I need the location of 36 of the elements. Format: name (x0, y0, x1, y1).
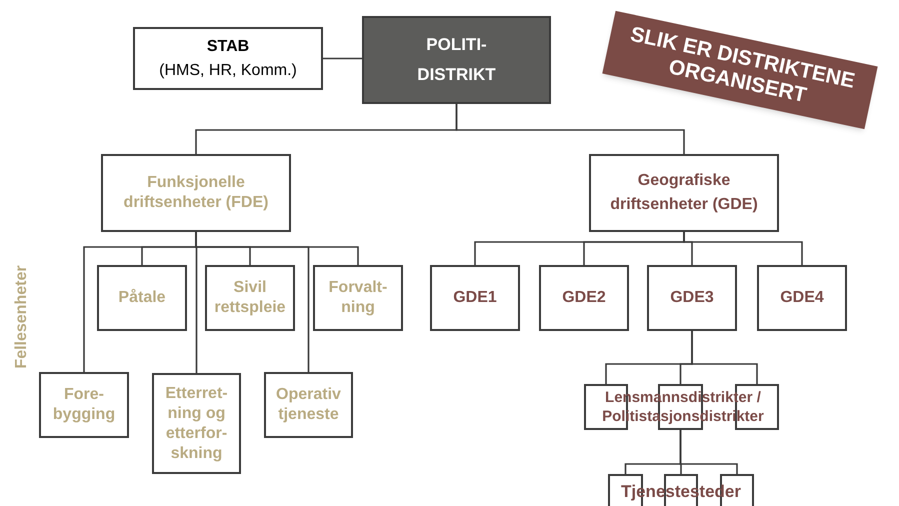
root-box (362, 16, 551, 104)
unit-title: GDE1 (453, 288, 497, 308)
org-unit-box (101, 154, 291, 232)
connector-line (195, 232, 310, 372)
unit-title: Påtale (118, 288, 166, 308)
unit-title: Operativ tjeneste (275, 385, 342, 425)
org-unit-box (133, 27, 323, 90)
org-unit-box (539, 265, 629, 331)
connector-line (323, 58, 362, 60)
org-unit-box (757, 265, 847, 331)
unit-title: Geografiske driftsenheter (GDE) (609, 171, 759, 215)
unit-title: GDE4 (780, 288, 824, 308)
unit-title: GDE2 (562, 288, 606, 308)
unit-title: Forvalt- ning (328, 278, 388, 318)
org-unit-box (647, 265, 737, 331)
org-unit-box (589, 154, 779, 232)
unit-title: Etterret- ning og etterfor- skning (164, 384, 229, 464)
unit-title: Fore- bygging (52, 385, 116, 425)
connector-line (456, 104, 685, 154)
side-label: Fellesenheter (12, 264, 31, 371)
connector-line (683, 232, 803, 265)
unit-title: Funksjonelle driftsenheter (FDE) (122, 173, 270, 213)
unit-title: GDE3 (670, 288, 714, 308)
org-unit-box (205, 265, 295, 331)
org-unit-box (97, 265, 187, 331)
unit-title: Sivil rettspleie (213, 278, 287, 318)
connector-line (691, 331, 758, 384)
org-unit-box (152, 373, 241, 474)
org-unit-box (264, 372, 353, 438)
connector-line (680, 430, 738, 474)
unit-title: STAB (206, 36, 250, 56)
org-unit-box (313, 265, 403, 331)
unit-title: POLITI- DISTRIKT (416, 34, 497, 86)
org-unit-box (39, 372, 129, 438)
org-unit-box (430, 265, 520, 331)
unit-subtitle: (HMS, HR, Komm.) (159, 60, 297, 80)
